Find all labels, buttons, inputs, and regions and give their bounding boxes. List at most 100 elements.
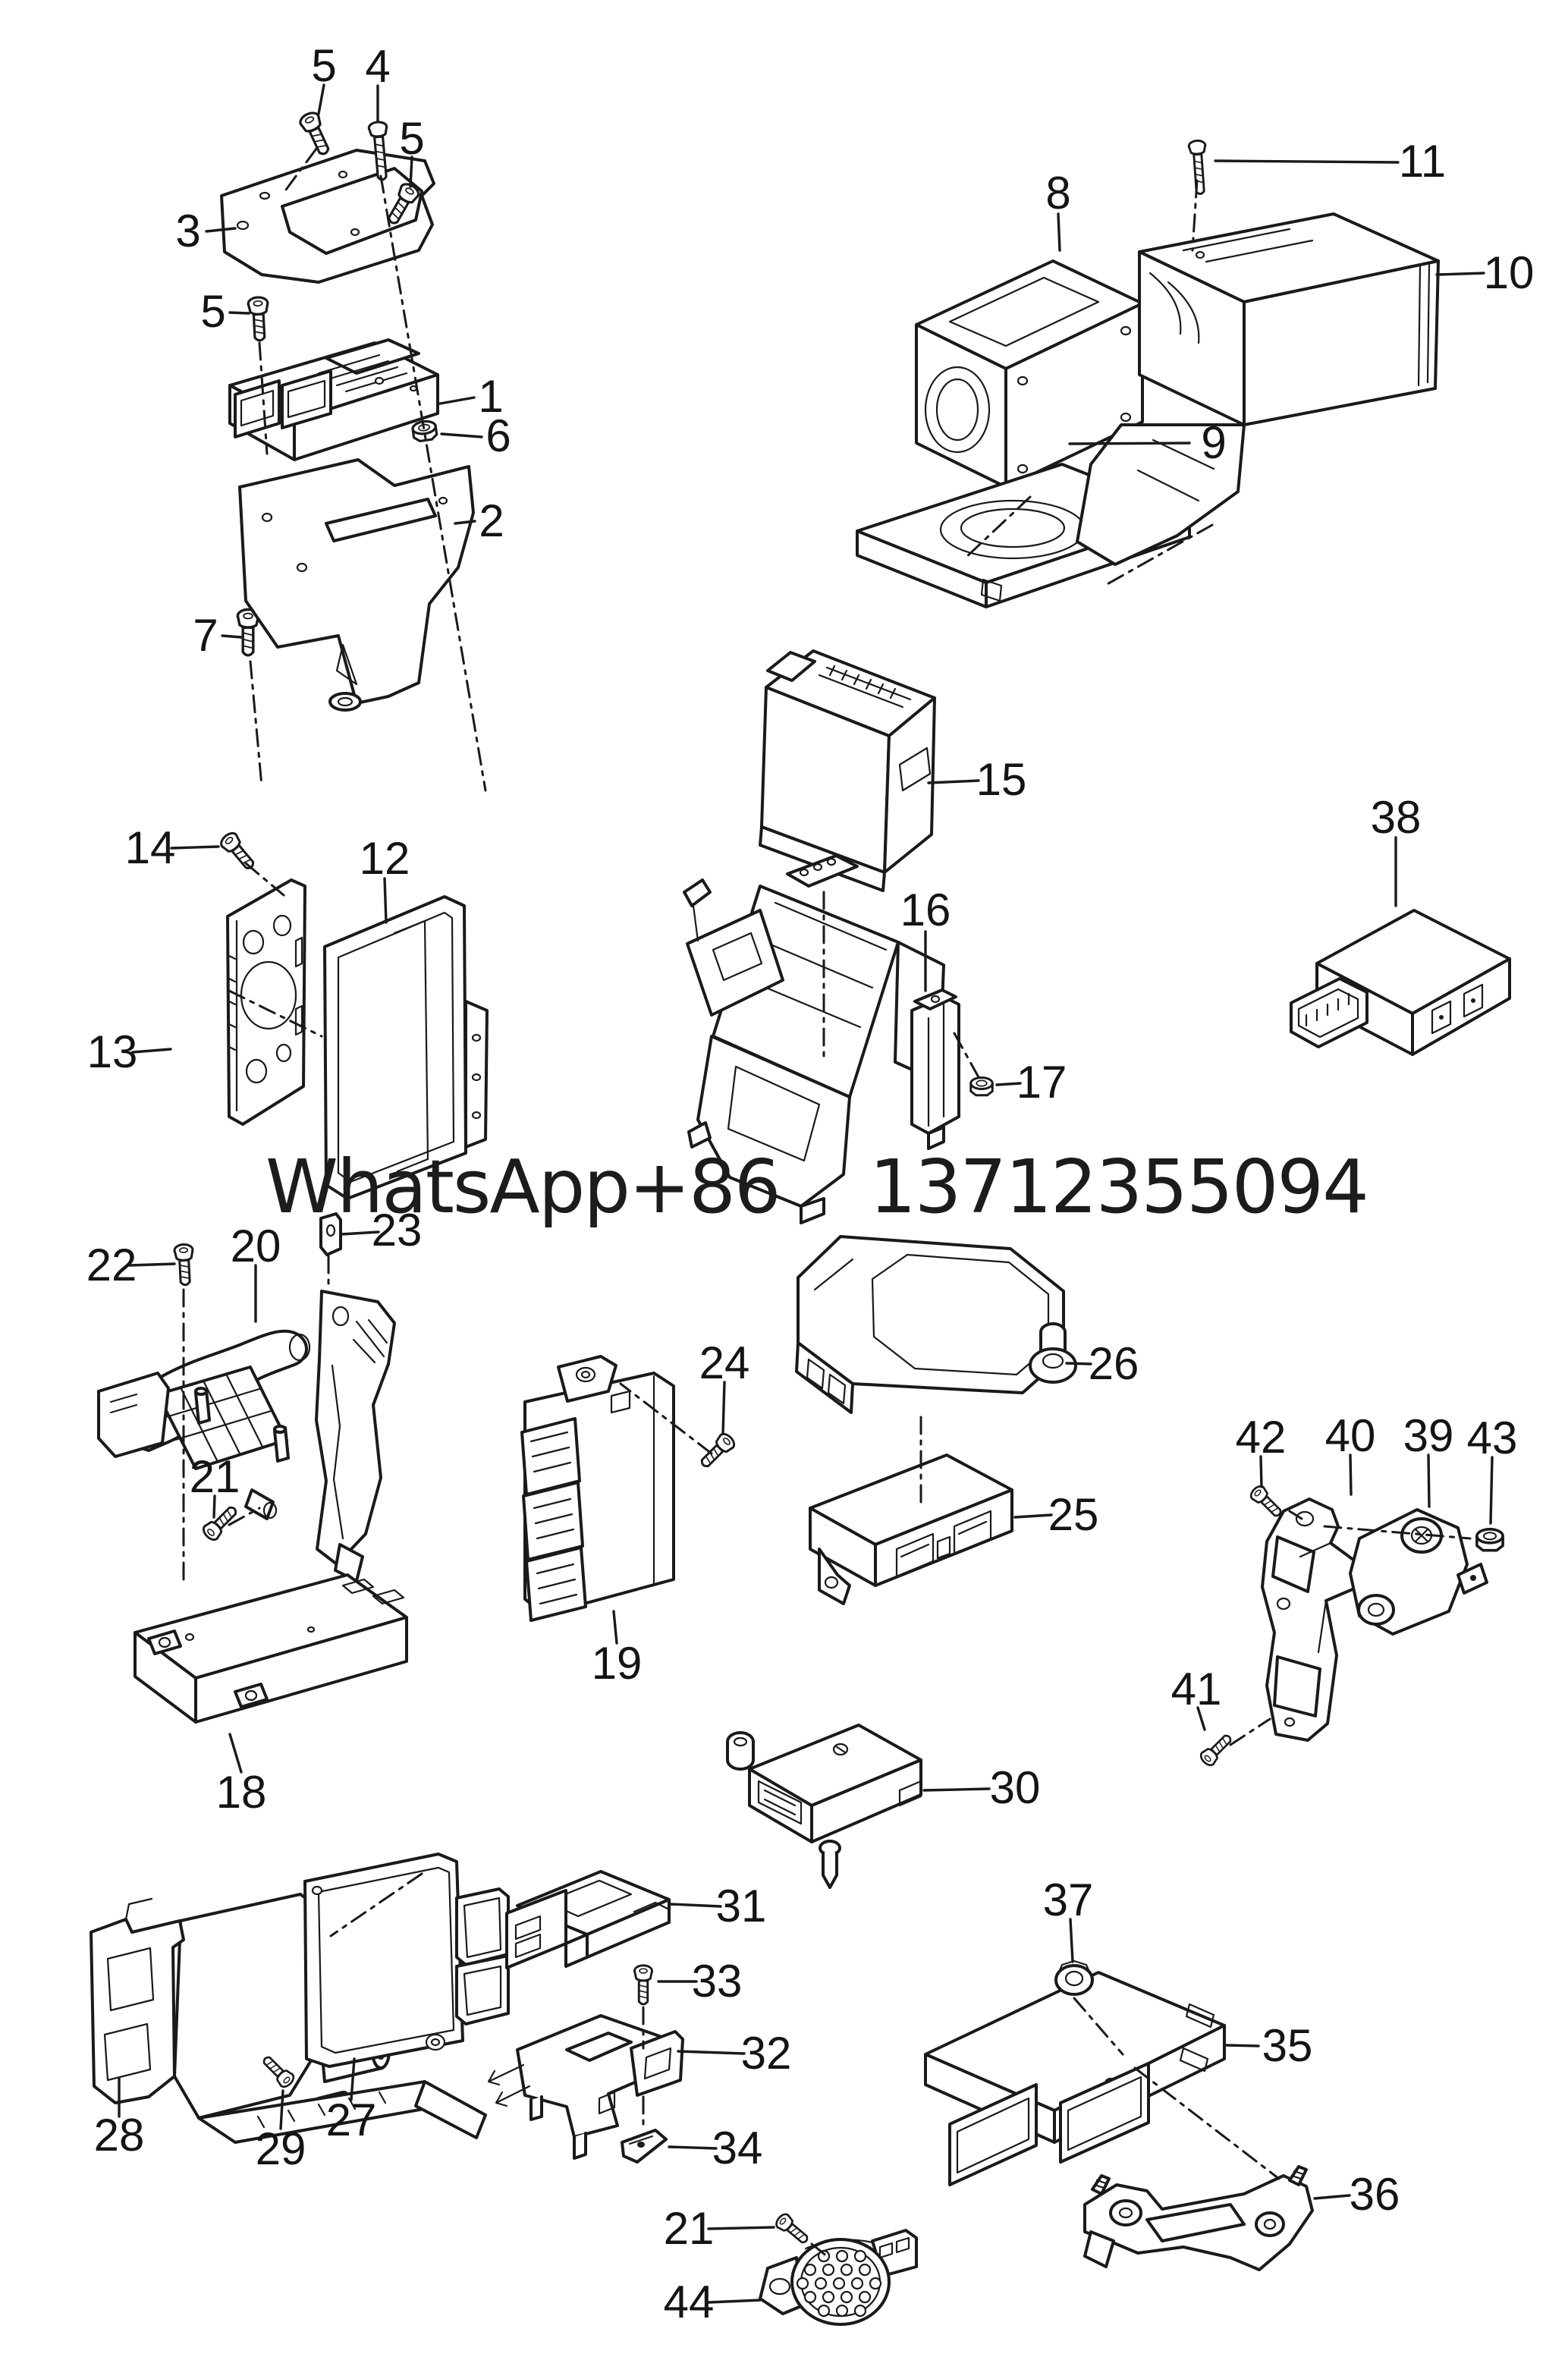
part-18-control-unit xyxy=(134,1573,408,1724)
leader-line-42-28 xyxy=(1259,1455,1263,1488)
part-label-13-mounting-plate: 13 xyxy=(86,1026,138,1077)
leader-line-22-20 xyxy=(128,1262,176,1267)
part-30-control-unit xyxy=(726,1724,922,1889)
screw-33 xyxy=(633,1964,653,2006)
part-label-21-screw: 21 xyxy=(663,2203,715,2254)
screw-11 xyxy=(1187,139,1210,196)
screw-24 xyxy=(696,1430,738,1472)
part-label-2-bracket: 2 xyxy=(479,495,504,546)
part-label-42-screw: 42 xyxy=(1235,1412,1287,1463)
leader-line-35-43 xyxy=(1225,2044,1260,2047)
part-label-5-screw: 5 xyxy=(399,113,425,164)
part-27-control-unit xyxy=(303,1853,510,2068)
leader-line-2-7 xyxy=(454,520,476,525)
leader-line-15-16 xyxy=(927,779,980,784)
nut-43 xyxy=(1475,1528,1504,1552)
leader-line-5-2 xyxy=(409,156,413,188)
leader-line-3-3 xyxy=(205,227,237,233)
part-label-11-screw: 11 xyxy=(1398,136,1447,187)
part-26-cover xyxy=(795,1235,1077,1414)
leader-line-26-26 xyxy=(1065,1362,1092,1365)
part-label-26-cover: 26 xyxy=(1088,1338,1139,1389)
part-label-28-bracket: 28 xyxy=(93,2110,145,2161)
leader-line-44-46 xyxy=(707,2299,762,2304)
screw-14 xyxy=(217,829,260,875)
leader-line-10-11 xyxy=(1435,272,1485,276)
part-label-33-screw: 33 xyxy=(691,1956,743,2007)
part-label-9-cover: 9 xyxy=(1201,417,1227,468)
part-label-19-control-unit: 19 xyxy=(591,1638,643,1689)
part-39-sensor xyxy=(1349,1508,1488,1636)
part-16-holder xyxy=(910,988,960,1150)
leader-line-9-12 xyxy=(1068,442,1191,445)
part-19-control-unit xyxy=(520,1355,675,1622)
leader-line-11-10 xyxy=(1214,159,1400,164)
leader-lines xyxy=(118,83,1494,2304)
part-label-10-housing: 10 xyxy=(1483,247,1535,298)
grommet-37 xyxy=(1054,1959,1094,1996)
part-label-38-control-unit: 38 xyxy=(1370,792,1422,843)
part-2-bracket xyxy=(238,458,475,712)
leader-line-13-15 xyxy=(131,1048,172,1054)
part-8-control-unit xyxy=(915,259,1144,489)
leader-line-23-22 xyxy=(340,1230,380,1236)
part-label-20-support-arm: 20 xyxy=(230,1221,281,1271)
part-13-mounting-plate xyxy=(226,878,306,1126)
part-label-15-control-unit: 15 xyxy=(976,754,1027,805)
carrier-tray xyxy=(683,854,945,1224)
leader-line-39-30 xyxy=(1427,1453,1431,1508)
part-label-32-bracket: 32 xyxy=(740,2028,792,2079)
part-label-5-screw: 5 xyxy=(311,40,337,91)
part-15-control-unit xyxy=(759,649,936,892)
part-label-40-bracket: 40 xyxy=(1324,1410,1376,1461)
part-35-control-unit xyxy=(924,1971,1226,2186)
leader-line-29-41 xyxy=(279,2089,284,2130)
screw-5-left xyxy=(247,295,271,343)
part-label-1-engine-control-unit: 1 xyxy=(478,371,504,422)
leader-line-25-27 xyxy=(1013,1513,1053,1519)
leader-line-8-9 xyxy=(1057,212,1061,252)
part-label-22-screw: 22 xyxy=(86,1240,137,1290)
part-label-43-nut: 43 xyxy=(1466,1413,1518,1463)
part-label-27-control-unit: 27 xyxy=(325,2095,377,2145)
part-label-6-nut: 6 xyxy=(485,410,511,461)
part-25-control-unit xyxy=(809,1453,1013,1605)
part-label-41-screw: 41 xyxy=(1171,1664,1222,1714)
part-label-16-holder: 16 xyxy=(900,885,951,935)
leader-line-30-34 xyxy=(922,1787,991,1792)
part-label-24-screw: 24 xyxy=(699,1337,750,1388)
bracket-vertical-20 xyxy=(315,1290,396,1582)
part-38-control-unit xyxy=(1290,909,1511,1056)
part-10-housing xyxy=(1076,212,1440,566)
part-label-4-screw: 4 xyxy=(365,41,391,92)
screw-22 xyxy=(173,1243,196,1287)
part-36-bracket xyxy=(1083,2165,1314,2271)
part-label-31-relay-module: 31 xyxy=(715,1881,767,1931)
part-label-8-control-unit: 8 xyxy=(1045,168,1071,218)
nut-17 xyxy=(969,1076,994,1097)
leader-line-43-31 xyxy=(1489,1456,1494,1525)
screw-41 xyxy=(1197,1730,1236,1769)
part-label-36-bracket: 36 xyxy=(1349,2169,1400,2220)
part-label-34-clip-nut: 34 xyxy=(712,2123,763,2173)
leader-line-21-45 xyxy=(707,2226,775,2230)
leader-line-21-23 xyxy=(212,1494,216,1519)
part-12-control-unit xyxy=(323,895,489,1200)
part-40-bracket xyxy=(1261,1497,1361,1742)
clip-nut-34 xyxy=(621,2129,668,2164)
part-label-44-alarm-horn: 44 xyxy=(663,2277,715,2327)
leader-line-1-5 xyxy=(438,396,476,405)
leader-line-12-14 xyxy=(383,877,388,924)
assembly-axis-lines xyxy=(182,147,1472,2258)
leader-line-34-38 xyxy=(668,2145,718,2150)
clip-23 xyxy=(319,1212,342,1256)
leader-line-6-6 xyxy=(440,432,483,438)
leader-line-41-32 xyxy=(1196,1706,1206,1731)
part-label-39-sensor: 39 xyxy=(1403,1410,1454,1461)
screw-21b xyxy=(772,2211,812,2249)
part-label-17-nut: 17 xyxy=(1016,1057,1067,1108)
part-label-18-control-unit: 18 xyxy=(215,1767,267,1818)
part-label-7-screw: 7 xyxy=(193,610,218,661)
part-label-35-control-unit: 35 xyxy=(1262,2020,1313,2071)
